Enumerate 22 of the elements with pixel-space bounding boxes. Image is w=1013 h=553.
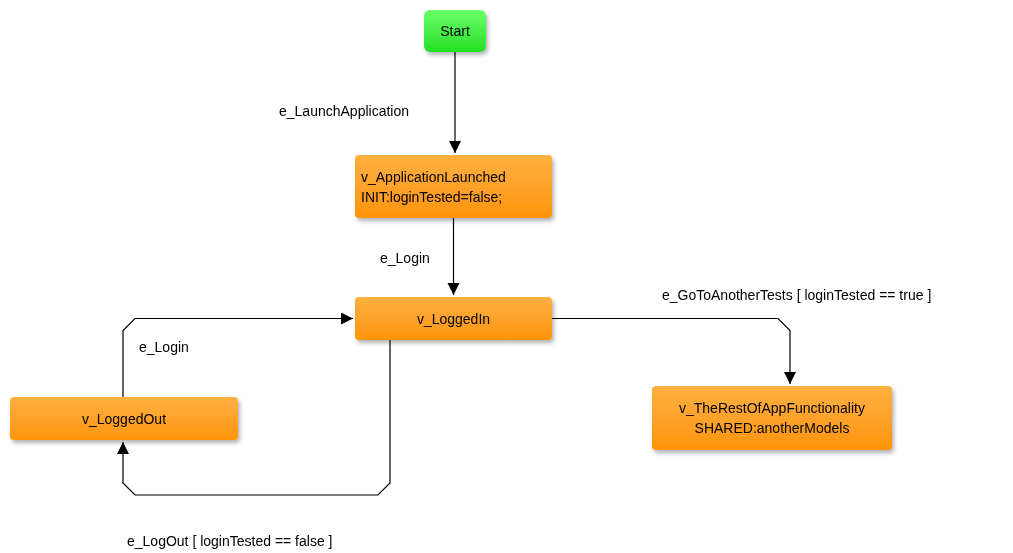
state-box [652, 386, 892, 450]
state-text: v_ApplicationLaunched [361, 167, 506, 187]
state-text: v_LoggedOut [81, 409, 167, 429]
arrow [551, 317, 796, 385]
state-box [10, 397, 238, 440]
state-text: Start [440, 22, 470, 41]
state-box [355, 297, 552, 340]
edge-label: e_GoToAnotherTests [ loginTested == true ] [660, 286, 934, 304]
state-text: SHARED:anotherModels [694, 419, 850, 438]
edge-label: e_LogOut [ loginTested == false ] [125, 532, 335, 550]
arrow [117, 339, 391, 496]
start-state [424, 10, 486, 52]
state-text: v_TheRestOfAppFunctionality [679, 399, 865, 418]
arrow [449, 51, 461, 154]
state-text: v_LoggedIn [416, 309, 491, 329]
arrow [447, 217, 460, 296]
edge-label: e_Login [137, 338, 191, 356]
edge-label: e_Login [378, 249, 432, 267]
edge-label: e_LaunchApplication [277, 102, 411, 120]
arrow [122, 312, 354, 398]
state-box [355, 155, 552, 218]
state-text: INIT:loginTested=false; [361, 187, 503, 207]
